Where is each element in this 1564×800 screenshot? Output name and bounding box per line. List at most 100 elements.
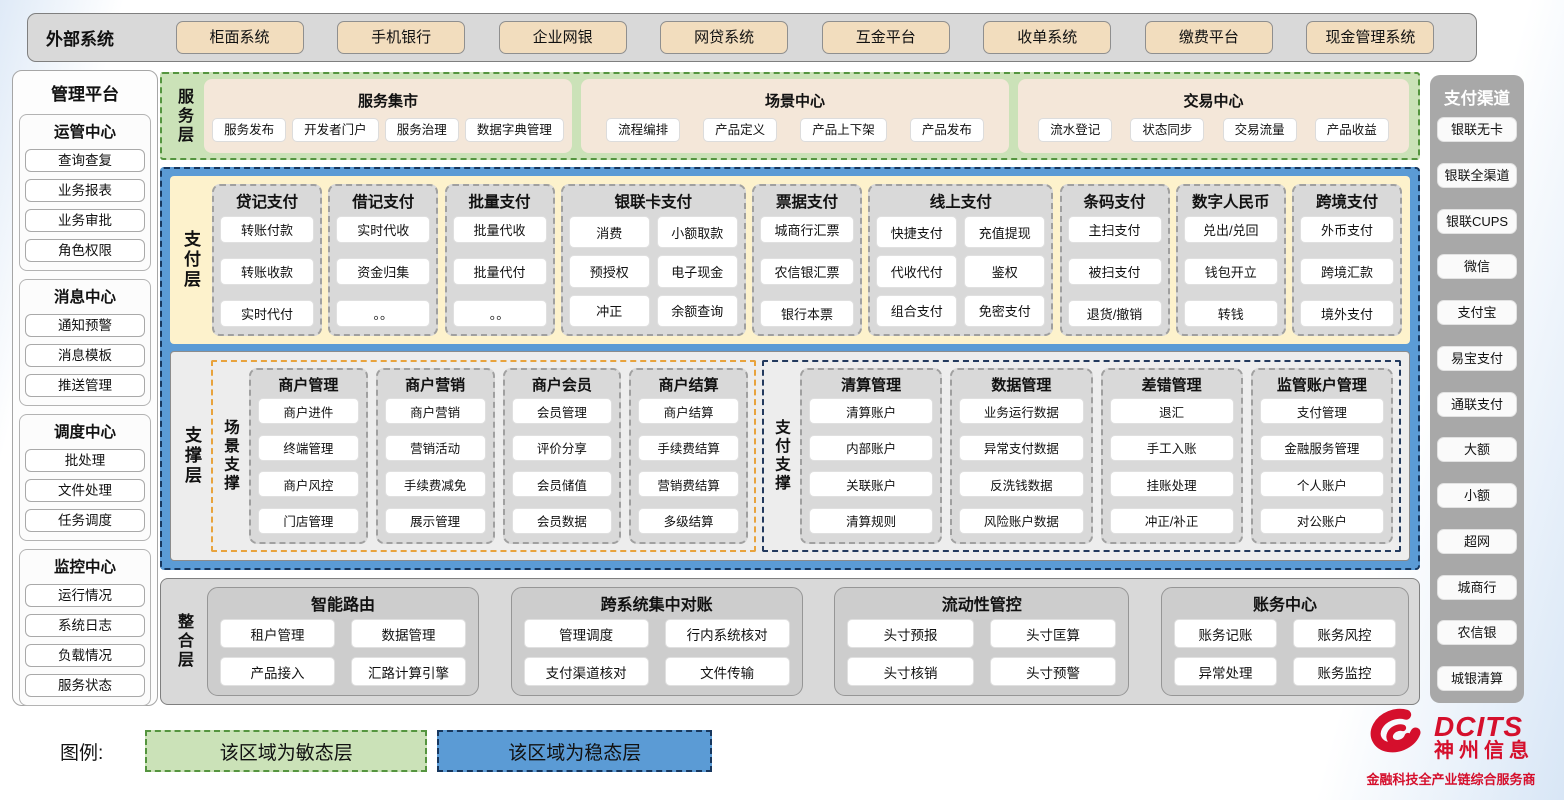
section-items: 查询查复业务报表业务审批角色权限 <box>25 149 145 262</box>
management-item-box: 服务状态 <box>25 674 145 697</box>
external-system-box: 柜面系统 <box>175 21 304 54</box>
support-item-box: 异常支付数据 <box>959 434 1084 461</box>
payment-item-box: 冲正 <box>568 294 650 327</box>
support-item-box: 商户结算 <box>638 398 739 424</box>
support-item-box: 清算账户 <box>809 398 934 424</box>
payment-item-box: 退货/撤销 <box>1067 300 1162 327</box>
group-title: 银联卡支付 <box>614 194 692 211</box>
management-item-box: 消息模板 <box>25 344 145 367</box>
group-items: 外币支付跨境汇款境外支付 <box>1300 216 1394 327</box>
payment-item-box: 外币支付 <box>1300 216 1394 243</box>
payment-item-box: 实时代收 <box>336 216 431 243</box>
support-layer-label: 支撑层 <box>182 426 201 486</box>
legend: 图例: 该区域为敏态层 该区域为稳态层 <box>60 730 713 772</box>
group-title: 票据支付 <box>775 194 838 211</box>
integration-item-box: 账务风控 <box>1292 619 1396 648</box>
group-title: 智能路由 <box>310 597 375 614</box>
management-item-box: 业务报表 <box>25 179 145 202</box>
group-title: 清算管理 <box>841 377 902 394</box>
group-items: 会员管理评价分享会员储值会员数据 <box>511 398 613 534</box>
service-item-box: 流水登记 <box>1038 118 1113 143</box>
payment-layer: 支付层 贷记支付 转账付款转账收款实时代付 借记支付 实时代收资金归集。。 批量… <box>170 176 1410 344</box>
service-item-box: 数据字典管理 <box>464 118 564 143</box>
payment-channels-title: 支付渠道 <box>1444 90 1510 108</box>
support-item-box: 展示管理 <box>384 507 486 534</box>
support-item-box: 风险账户数据 <box>959 507 1084 534</box>
service-item-box: 开发者门户 <box>292 118 379 143</box>
group-title: 条码支付 <box>1083 194 1146 211</box>
logo-tagline-text: 金融科技全产业链综合服务商 <box>1366 772 1536 787</box>
support-item-box: 多级结算 <box>638 507 739 534</box>
group-title: 数据管理 <box>991 377 1052 394</box>
group-title: 跨境支付 <box>1315 194 1378 211</box>
payment-item-box: 境外支付 <box>1300 300 1394 327</box>
group-clearing-management: 清算管理 清算账户内部账户关联账户清算规则 <box>800 368 943 544</box>
payment-support-groups: 清算管理 清算账户内部账户关联账户清算规则 数据管理 业务运行数据异常支付数据反… <box>800 368 1393 544</box>
payment-item-box: 农信银汇票 <box>760 258 854 285</box>
group-accounting-center: 账务中心 账务记账账务风控异常处理账务监控 <box>1160 587 1409 696</box>
payment-channel-box: 微信 <box>1437 254 1517 280</box>
management-item-box: 任务调度 <box>25 509 145 532</box>
payment-channel-box: 银联CUPS <box>1437 208 1517 234</box>
support-item-box: 手续费减免 <box>384 471 486 498</box>
payment-channel-box: 银联无卡 <box>1437 117 1517 142</box>
payment-group-crossborder: 跨境支付 外币支付跨境汇款境外支付 <box>1292 184 1402 336</box>
integration-item-box: 头寸预报 <box>847 619 974 648</box>
panel-title: 交易中心 <box>1183 92 1244 110</box>
panel-items: 流程编排产品定义产品上下架产品发布 <box>589 118 1001 143</box>
group-items: 主扫支付被扫支付退货/撤销 <box>1067 216 1162 327</box>
group-title: 贷记支付 <box>235 194 298 211</box>
payment-group-bill: 票据支付 城商行汇票农信银汇票银行本票 <box>752 184 862 336</box>
group-title: 监管账户管理 <box>1276 377 1367 394</box>
group-items: 商户营销营销活动手续费减免展示管理 <box>384 398 486 534</box>
service-item-box: 产品上下架 <box>800 118 887 143</box>
group-merchant-member: 商户会员 会员管理评价分享会员储值会员数据 <box>502 368 622 544</box>
group-items: 实时代收资金归集。。 <box>336 216 431 327</box>
payment-item-box: 城商行汇票 <box>760 216 854 243</box>
group-error-management: 差错管理 退汇手工入账挂账处理冲正/补正 <box>1100 368 1243 544</box>
support-item-box: 业务运行数据 <box>959 398 1084 424</box>
group-items: 清算账户内部账户关联账户清算规则 <box>809 398 934 534</box>
payment-item-box: 充值提现 <box>964 216 1046 249</box>
integration-item-box: 头寸预警 <box>989 657 1117 686</box>
group-title: 跨系统集中对账 <box>600 597 713 614</box>
legend-label: 图例: <box>60 742 104 764</box>
payment-item-box: 钱包开立 <box>1183 258 1278 285</box>
group-items: 账务记账账务风控异常处理账务监控 <box>1173 619 1396 686</box>
support-item-box: 商户营销 <box>384 398 486 424</box>
section-title: 调度中心 <box>53 424 116 441</box>
payment-item-box: 免密支付 <box>964 294 1046 327</box>
external-system-box: 网贷系统 <box>660 21 789 54</box>
integration-item-box: 汇路计算引擎 <box>351 657 466 686</box>
support-item-box: 退汇 <box>1109 398 1234 424</box>
group-items: 兑出/兑回钱包开立转钱 <box>1183 216 1278 327</box>
section-items: 批处理文件处理任务调度 <box>25 449 145 532</box>
panel-service-market: 服务集市 服务发布开发者门户服务治理数据字典管理 <box>204 79 572 153</box>
group-items: 转账付款转账收款实时代付 <box>220 216 314 327</box>
payment-item-box: 转账收款 <box>220 258 314 285</box>
service-item-box: 服务发布 <box>212 118 287 143</box>
payment-item-box: 电子现金 <box>656 255 738 288</box>
support-item-box: 会员管理 <box>511 398 613 424</box>
service-item-box: 流程编排 <box>606 118 681 143</box>
integration-item-box: 行内系统核对 <box>664 619 790 648</box>
management-item-box: 推送管理 <box>25 374 145 397</box>
support-item-box: 营销活动 <box>384 434 486 461</box>
group-items: 城商行汇票农信银汇票银行本票 <box>760 216 854 327</box>
payment-channel-box: 城商行 <box>1437 574 1517 600</box>
support-item-box: 门店管理 <box>258 507 359 534</box>
integration-item-box: 产品接入 <box>220 657 335 686</box>
support-item-box: 内部账户 <box>809 434 934 461</box>
payment-channel-box: 银联全渠道 <box>1437 162 1517 188</box>
scene-support-region: 场景支撑 商户管理 商户进件终端管理商户风控门店管理 商户营销 商户营销营销活动… <box>211 360 756 552</box>
payment-item-box: 代收代付 <box>876 255 958 288</box>
support-item-box: 营销费结算 <box>638 471 739 498</box>
support-item-box: 关联账户 <box>809 471 934 498</box>
management-platform-title: 管理平台 <box>51 85 119 104</box>
integration-item-box: 头寸核销 <box>847 657 974 686</box>
group-items: 批量代收批量代付。。 <box>452 216 547 327</box>
integration-item-box: 支付渠道核对 <box>523 657 649 686</box>
service-item-box: 交易流量 <box>1222 118 1297 143</box>
payment-item-box: 消费 <box>568 216 650 249</box>
